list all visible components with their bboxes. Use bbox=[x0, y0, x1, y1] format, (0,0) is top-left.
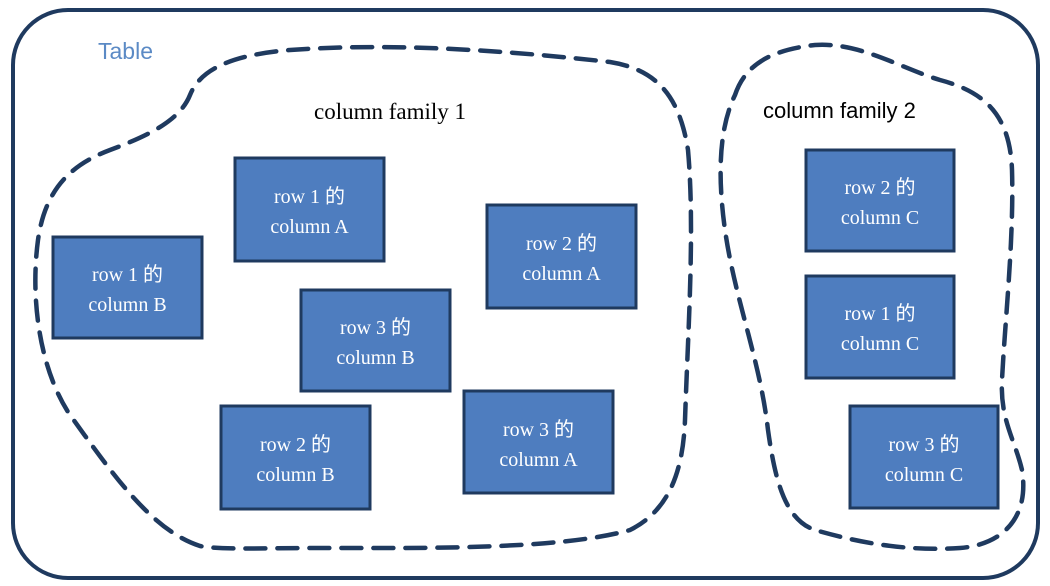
cell-line1: row 2 的 bbox=[260, 433, 331, 456]
cell-line2: column B bbox=[336, 347, 414, 369]
cell-row3-columnA: row 3 的 column A bbox=[462, 389, 615, 495]
cell-line1: row 3 的 bbox=[340, 316, 411, 339]
cell-line2: column C bbox=[841, 333, 919, 355]
cell-line2: column B bbox=[256, 464, 334, 486]
cell-line2: column B bbox=[88, 294, 166, 316]
cell-row2-columnC: row 2 的 column C bbox=[804, 148, 956, 253]
cell-line1: row 3 的 bbox=[888, 433, 959, 456]
table-title: Table bbox=[98, 38, 153, 64]
cell-line2: column A bbox=[270, 216, 349, 238]
column-family-1-boundary bbox=[33, 44, 694, 551]
cell-line2: column C bbox=[885, 464, 963, 486]
cell-row1-columnA: row 1 的 column A bbox=[233, 156, 386, 263]
cell-row3-columnB: row 3 的 column B bbox=[299, 288, 452, 393]
cell-line2: column C bbox=[841, 207, 919, 229]
column-family-2-boundary bbox=[718, 42, 1026, 552]
cell-line1: row 1 的 bbox=[274, 185, 345, 208]
table-border bbox=[11, 8, 1040, 580]
cell-line1: row 1 的 bbox=[92, 263, 163, 286]
cell-line1: row 2 的 bbox=[526, 232, 597, 255]
cell-row2-columnA: row 2 的 column A bbox=[485, 203, 638, 310]
cell-line1: row 2 的 bbox=[844, 176, 915, 199]
column-family-1-label: column family 1 bbox=[314, 99, 466, 124]
cell-row1-columnB: row 1 的 column B bbox=[51, 235, 204, 340]
cell-row1-columnC: row 1 的 column C bbox=[804, 274, 956, 380]
cell-line1: row 1 的 bbox=[844, 302, 915, 325]
cell-row2-columnB: row 2 的 column B bbox=[219, 404, 372, 511]
cell-row3-columnC: row 3 的 column C bbox=[848, 404, 1000, 510]
cell-line2: column A bbox=[522, 263, 601, 285]
cell-line1: row 3 的 bbox=[503, 418, 574, 441]
column-family-2-label: column family 2 bbox=[763, 98, 916, 123]
cell-line2: column A bbox=[499, 449, 578, 471]
